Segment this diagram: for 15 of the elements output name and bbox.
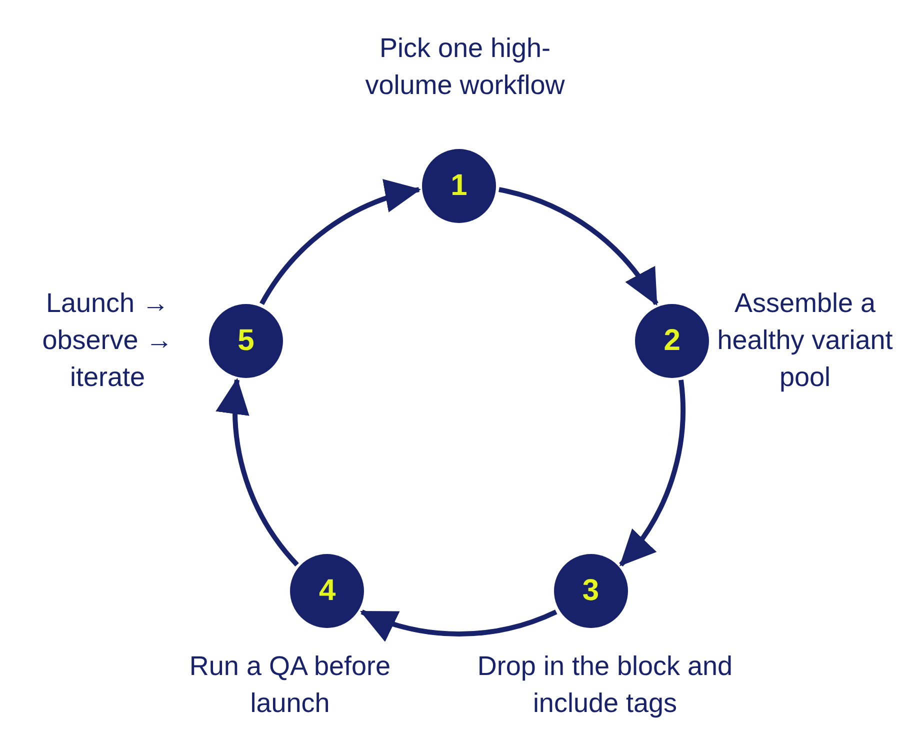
step-label: Pick one high-volume workflow: [364, 32, 566, 102]
arrow: [498, 187, 658, 306]
step-number: 2: [664, 324, 680, 358]
step-number: 4: [318, 574, 336, 608]
arrow: [260, 181, 421, 306]
step-number: 5: [238, 324, 254, 358]
step-number: 1: [450, 169, 468, 203]
step-label: Drop in the block and include tags: [476, 650, 734, 720]
step-label: Run a QA before launch: [188, 650, 392, 720]
arrow: [619, 380, 686, 566]
step-label: Launch → observe → iterate: [41, 287, 174, 394]
arrow: [218, 378, 299, 566]
arrow: [360, 608, 558, 640]
step-number: 3: [582, 574, 599, 608]
step-label: Assemble a healthy variant pool: [716, 287, 894, 394]
